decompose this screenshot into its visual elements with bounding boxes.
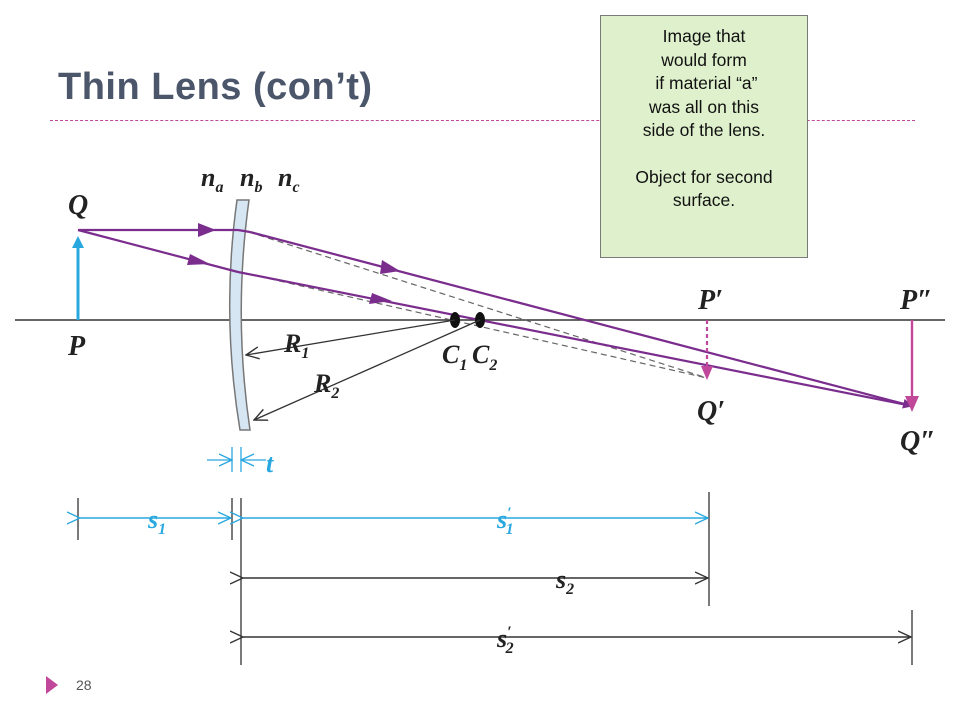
label-t: t	[266, 449, 274, 478]
label-nc: nc	[278, 163, 300, 196]
note-line: was all on this	[649, 96, 759, 117]
label-s2-prime: s′2	[496, 624, 514, 657]
ray-segment	[249, 230, 913, 409]
ray-segment	[237, 228, 251, 234]
label-q-prime: Q′	[697, 396, 725, 427]
ray-segment	[237, 270, 913, 408]
note-line: side of the lens.	[642, 120, 766, 140]
label-c1: C1	[442, 340, 467, 374]
note-line: if material “a”	[650, 73, 758, 93]
note-line: Image that	[662, 26, 746, 46]
annotation-note: Image that would form if material “a” wa…	[600, 15, 808, 258]
label-p: P	[67, 331, 86, 362]
first-image-arrowhead	[701, 366, 713, 380]
label-q-double-prime: Q″	[900, 426, 936, 457]
label-s2: s2	[555, 565, 574, 598]
label-r1: R1	[283, 329, 309, 362]
radius-r1	[246, 319, 456, 355]
ray-arrowhead	[380, 260, 400, 274]
label-c2: C2	[472, 340, 497, 374]
construction-line	[248, 231, 708, 379]
label-nb: nb	[240, 163, 262, 196]
note-line: Object for second	[635, 166, 773, 187]
label-r2: R2	[313, 369, 339, 402]
label-na: na	[201, 163, 223, 196]
label-s1: s1	[147, 505, 166, 538]
note-line: surface.	[672, 190, 736, 210]
page-number: 28	[76, 677, 92, 693]
radius-r2	[254, 319, 481, 420]
lens	[228, 199, 251, 431]
ray-arrowhead	[198, 223, 216, 237]
label-s1-prime: s′1	[496, 505, 514, 538]
ray-arrowhead	[187, 254, 210, 265]
ray-segment	[77, 228, 239, 274]
label-q: Q	[68, 190, 88, 221]
slide-marker-triangle	[46, 676, 58, 694]
label-p-prime: P′	[697, 285, 723, 316]
slide-title: Thin Lens (con’t)	[58, 66, 373, 108]
label-p-double-prime: P″	[899, 285, 933, 316]
note-line: would form	[661, 49, 747, 70]
title-divider	[50, 120, 915, 121]
final-image-arrowhead	[905, 396, 919, 412]
ray-arrowhead	[369, 293, 392, 304]
